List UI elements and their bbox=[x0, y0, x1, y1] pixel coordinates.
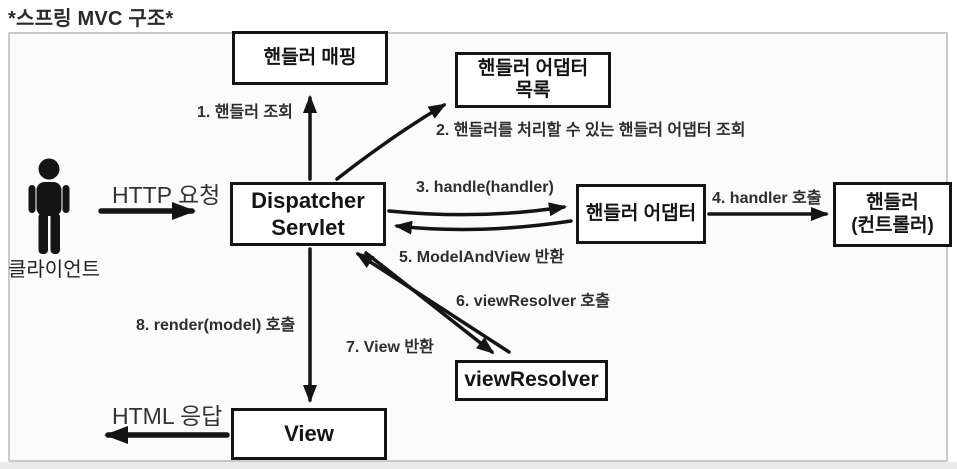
box-dispatcher-servlet: Dispatcher Servlet bbox=[230, 182, 386, 246]
box-view-resolver: viewResolver bbox=[455, 360, 608, 401]
box-handler-controller: 핸들러 (컨트롤러) bbox=[833, 182, 952, 247]
label-step6-viewresolver-call: 6. viewResolver 호출 bbox=[456, 293, 610, 310]
label-step5-modelandview-return: 5. ModelAndView 반환 bbox=[399, 249, 565, 266]
box-handler-mapping: 핸들러 매핑 bbox=[232, 31, 388, 85]
label-client: 클라이언트 bbox=[8, 259, 100, 281]
arrow-6-viewresolver-call bbox=[364, 251, 495, 354]
arrow-3-handle-handler bbox=[387, 202, 567, 217]
box-view: View bbox=[231, 408, 387, 460]
label-step3-handle-handler: 3. handle(handler) bbox=[416, 179, 554, 196]
arrow-2-adapter-lookup bbox=[335, 103, 447, 181]
bottom-strip bbox=[0, 462, 957, 469]
label-step8-render-call: 8. render(model) 호출 bbox=[136, 317, 296, 334]
label-step1-handler-lookup: 1. 핸들러 조회 bbox=[197, 104, 293, 121]
diagram-title: *스프링 MVC 구조* bbox=[8, 8, 174, 30]
label-step4-handler-call: 4. handler 호출 bbox=[712, 190, 822, 207]
label-html-response: HTML 응답 bbox=[112, 403, 223, 429]
arrow-7-view-return bbox=[355, 252, 511, 354]
label-step7-view-return: 7. View 반환 bbox=[346, 339, 434, 356]
label-http-request: HTTP 요청 bbox=[112, 182, 221, 208]
arrow-5-modelandview-return bbox=[394, 219, 573, 235]
label-step2-adapter-lookup: 2. 핸들러를 처리할 수 있는 핸들러 어댑터 조회 bbox=[436, 122, 746, 139]
box-handler-adapter-list: 핸들러 어댑터 목록 bbox=[455, 52, 611, 108]
box-handler-adapter: 핸들러 어댑터 bbox=[576, 184, 706, 244]
client-person-icon bbox=[28, 158, 70, 254]
